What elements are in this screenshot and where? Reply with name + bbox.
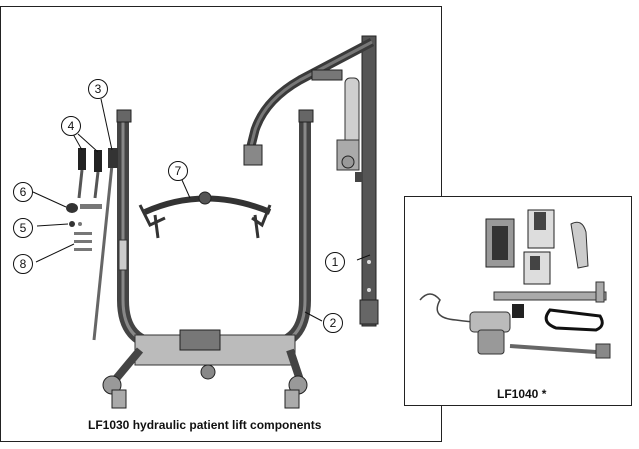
callout-3: 3 [88, 79, 108, 99]
boom-part [243, 38, 375, 166]
callout-2: 2 [323, 313, 343, 333]
lf1040-parts [419, 209, 611, 359]
base-frame-part [116, 109, 314, 351]
lf1040-inset-panel [404, 196, 632, 406]
callout-5: 5 [13, 218, 33, 238]
mast-part [359, 35, 379, 327]
callout-1: 1 [325, 252, 345, 272]
main-caption: LF1030 hydraulic patient lift components [88, 418, 322, 432]
callout-6: 6 [13, 182, 33, 202]
hardware-part [66, 203, 102, 251]
handles-part [77, 148, 102, 199]
hydraulic-cylinder [336, 77, 363, 182]
callout-8: 8 [13, 254, 33, 274]
steering-rod-part [92, 148, 118, 341]
spreader-bar-part [138, 191, 272, 239]
callout-4: 4 [61, 116, 81, 136]
base-crossmember [102, 329, 308, 409]
inset-caption: LF1040 * [497, 387, 547, 401]
callout-7: 7 [168, 161, 188, 181]
callout-leader-lines [32, 98, 371, 322]
